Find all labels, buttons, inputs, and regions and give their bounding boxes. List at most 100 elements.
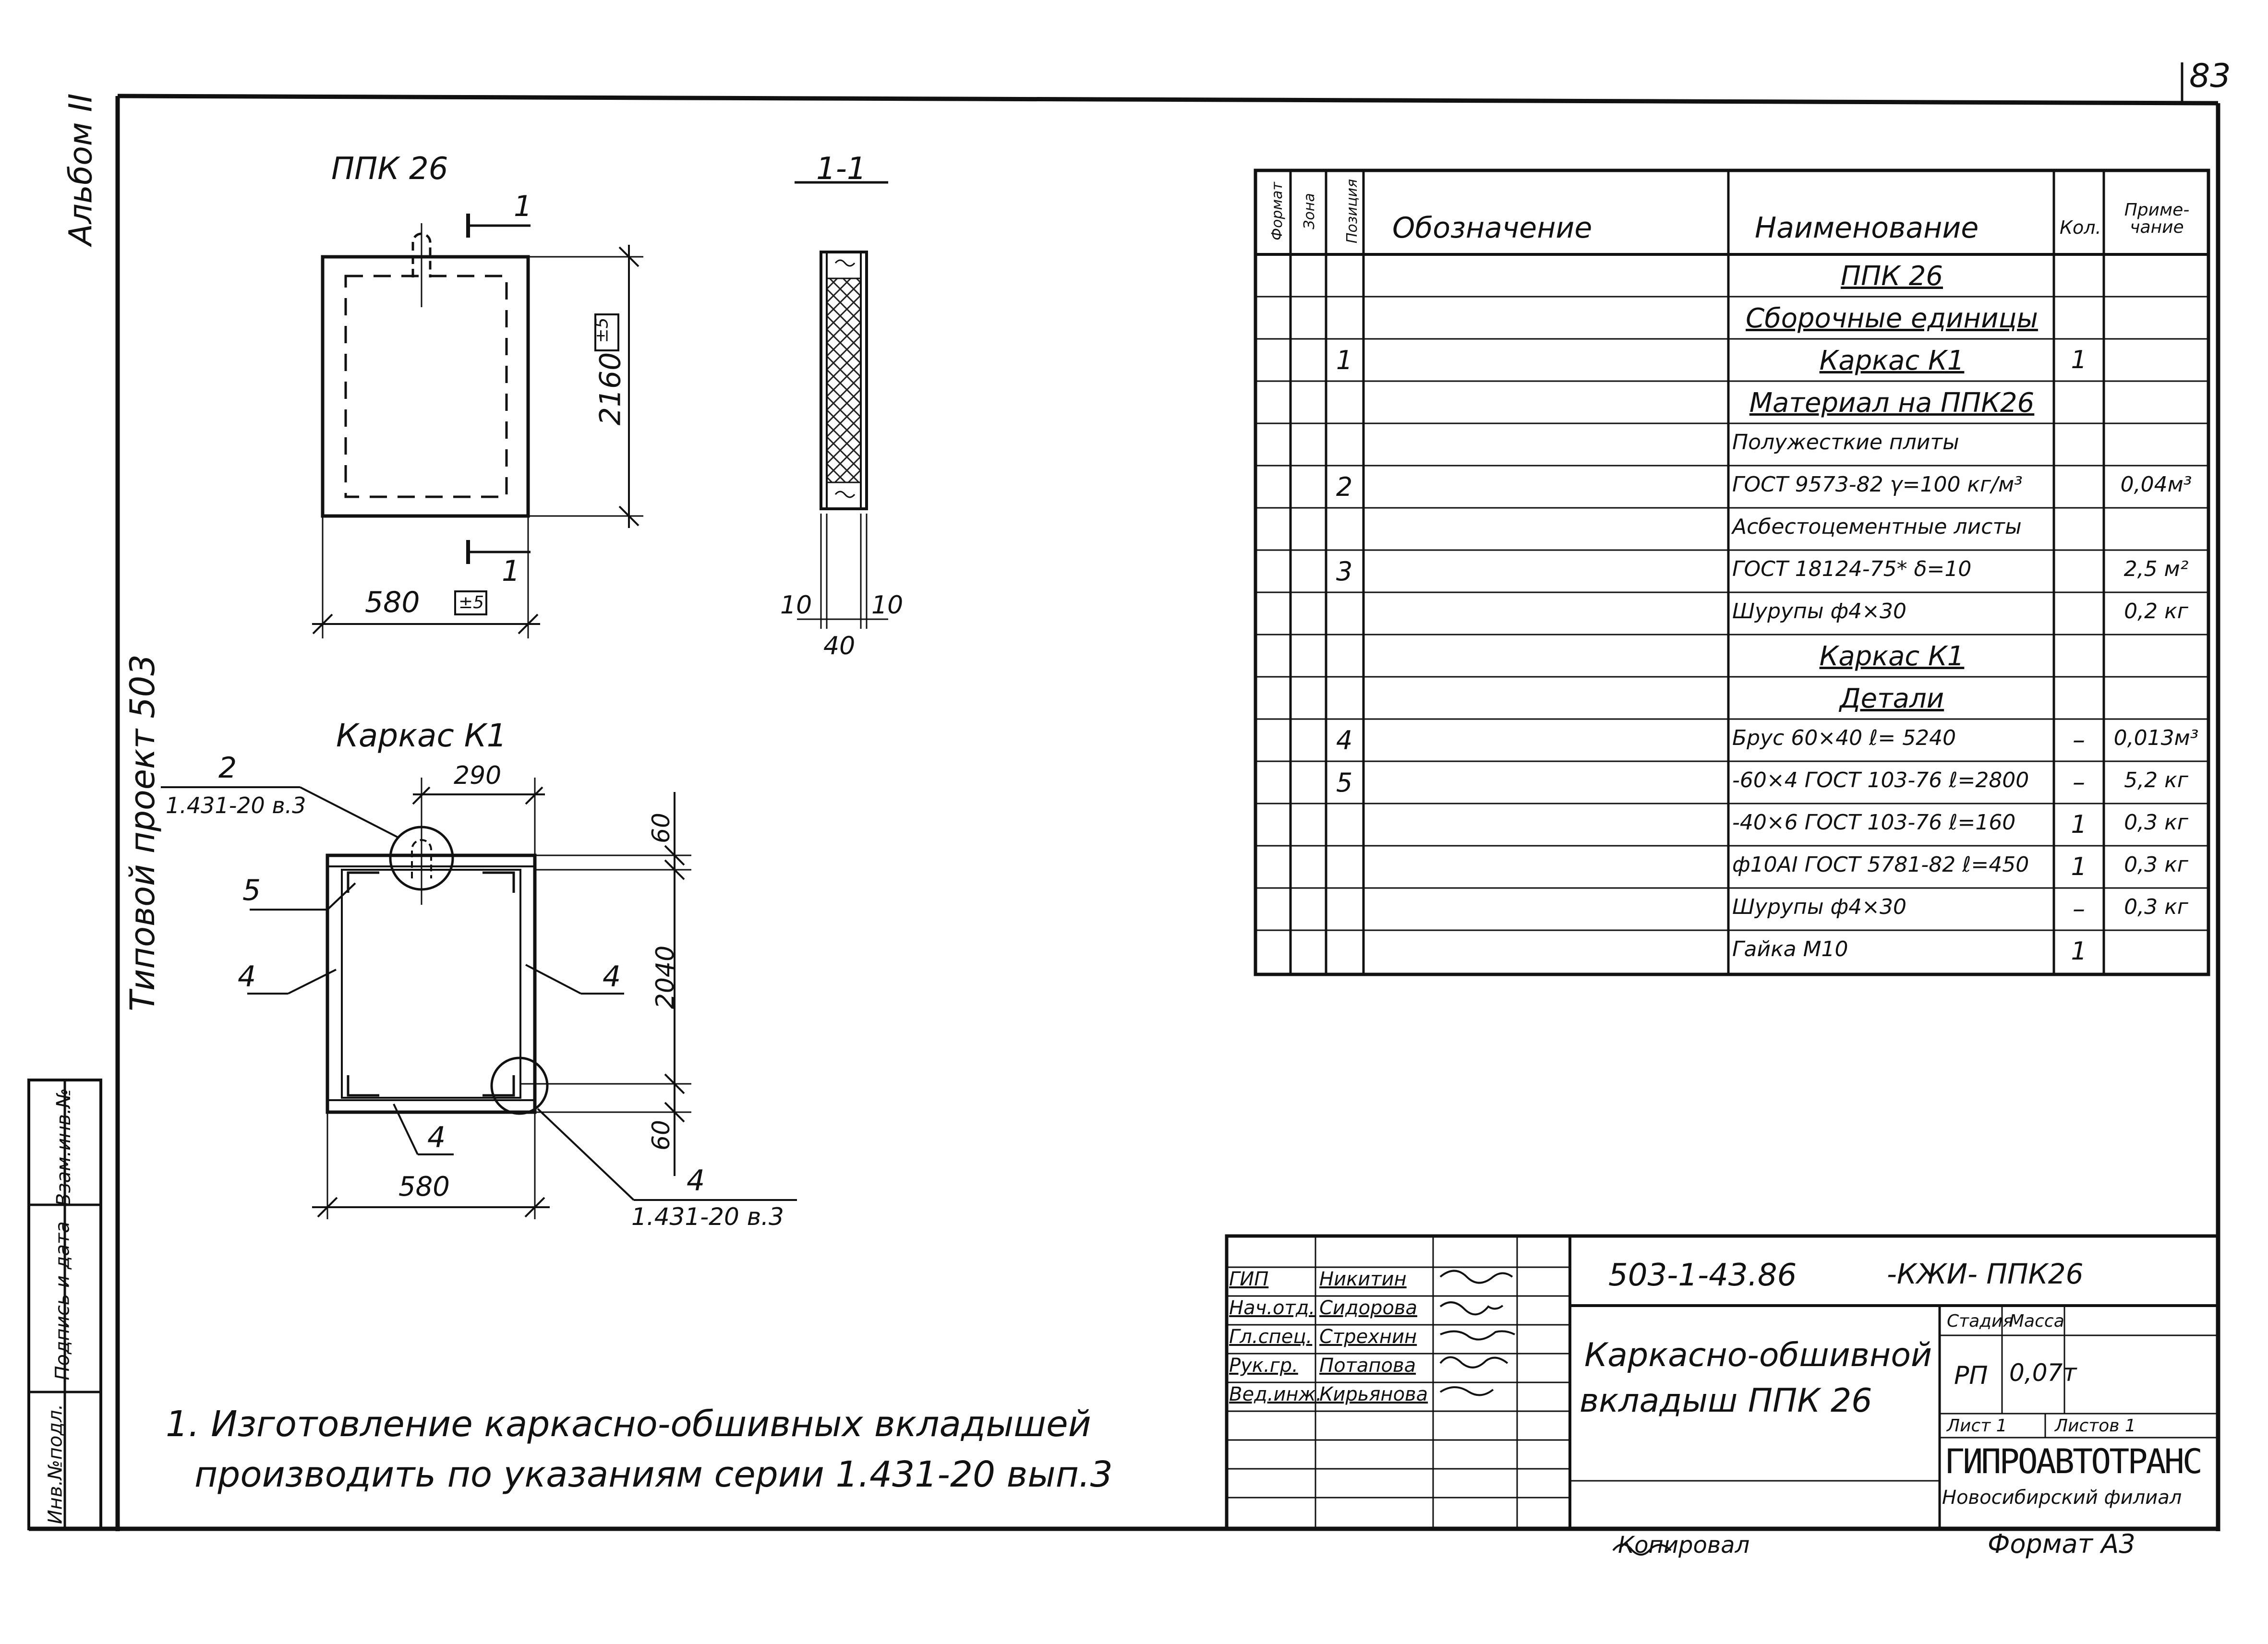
panel-width-tol: ±5: [458, 593, 484, 612]
doc-code-suffix: -КЖИ- ППК26: [1887, 1258, 2084, 1290]
signer-name: Никитин: [1319, 1268, 1407, 1290]
leader-5-number: 5: [242, 874, 261, 907]
cut-mark-top: 1: [514, 190, 532, 223]
spec-header-designation: Обозначение: [1392, 211, 1592, 245]
spec-row-qty: 1: [2071, 346, 2087, 374]
sheet-number: Лист 1: [1947, 1416, 2007, 1436]
leader-4-bottom: 4: [427, 1121, 446, 1154]
spec-row-name: Полужесткие плиты: [1732, 430, 1959, 455]
spec-row-name: -40×6 ГОСТ 103-76 ℓ=160: [1732, 810, 2016, 835]
frame-dim-width: 580: [398, 1171, 450, 1202]
spec-row-name: ППК 26: [1840, 261, 1943, 292]
signer-role: Нач.отд.: [1229, 1297, 1315, 1319]
spec-row-name: ф10АI ГОСТ 5781-82 ℓ=450: [1732, 852, 2029, 877]
spec-header-zone: Зона: [1301, 193, 1318, 229]
signer-role: Гл.спец.: [1229, 1326, 1313, 1348]
leader-4-node: 4: [687, 1164, 705, 1198]
frame-dim-gap-bottom: 60: [647, 1120, 675, 1151]
copied-label: Копировал: [1618, 1532, 1750, 1559]
spec-row-qty: 1: [2071, 810, 2087, 839]
leader-4-ref: 1.431-20 в.3: [631, 1203, 784, 1231]
note-line-1: 1. Изготовление каркасно-обшивных вклады…: [166, 1404, 1091, 1445]
spec-row-name: Детали: [1839, 683, 1944, 714]
spec-row-qty: –: [2073, 726, 2085, 755]
mass-label: Масса: [2009, 1311, 2064, 1331]
spec-row-qty: –: [2073, 895, 2085, 924]
frame-view: [161, 778, 797, 1219]
section-dim-total: 40: [823, 632, 856, 660]
section-title: 1-1: [816, 151, 867, 187]
leader-4-left: 4: [238, 960, 256, 994]
frame-dim-top: 290: [454, 761, 502, 790]
page-number: 83: [2189, 57, 2231, 95]
spec-row-note: 5,2 кг: [2124, 768, 2188, 792]
spec-row-name: Шурупы ф4×30: [1732, 599, 1907, 624]
spec-row-pos: 2: [1336, 472, 1353, 502]
signer-name: Кирьянова: [1319, 1383, 1428, 1405]
spec-row-pos: 1: [1336, 345, 1353, 375]
spec-row-qty: 1: [2071, 852, 2087, 881]
spec-row-note: 0,3 кг: [2124, 895, 2188, 919]
leader-2-number: 2: [218, 751, 237, 785]
album-label: Альбом II: [62, 93, 99, 246]
section-dim-right: 10: [871, 591, 904, 620]
leader-2-ref: 1.431-20 в.3: [166, 792, 306, 818]
spec-row-name: -60×4 ГОСТ 103-76 ℓ=2800: [1732, 768, 2029, 792]
signer-name: Сидорова: [1319, 1297, 1418, 1319]
spec-row-name: Асбестоцементные листы: [1732, 515, 2022, 539]
spec-row-name: Сборочные единицы: [1746, 303, 2038, 334]
org-branch: Новосибирский филиал: [1942, 1487, 2182, 1509]
spec-row-note: 2,5 м²: [2123, 557, 2189, 581]
spec-row-name: Каркас К1: [1819, 345, 1965, 376]
spec-header-pos: Позиция: [1344, 179, 1361, 244]
panel-width-dim: 580: [365, 586, 420, 619]
spec-row-note: 0,2 кг: [2124, 599, 2188, 624]
panel-height-dim: 2160: [593, 352, 627, 426]
side-col-signature: Подпись и дата: [51, 1221, 74, 1380]
spec-row-note: 0,013м³: [2113, 726, 2199, 750]
doc-code: 503-1-43.86: [1608, 1258, 1797, 1293]
spec-row-note: 0,3 кг: [2124, 810, 2188, 835]
panel-height-tol: ±5: [592, 317, 612, 343]
spec-row-name: Шурупы ф4×30: [1732, 895, 1907, 919]
side-col-inv: Инв.№подл.: [44, 1404, 67, 1524]
signer-role: ГИП: [1229, 1268, 1269, 1290]
signer-role: Рук.гр.: [1229, 1355, 1298, 1377]
spec-row-name: ГОСТ 18124-75* δ=10: [1732, 557, 1972, 581]
stage-label: Стадия: [1947, 1311, 2014, 1331]
cut-mark-bottom: 1: [502, 554, 520, 588]
project-label: Типовой проект 503: [122, 654, 162, 1011]
spec-row-name: Материал на ППК26: [1749, 387, 2035, 419]
spec-row-name: Каркас К1: [1819, 641, 1965, 672]
spec-header-name: Наименование: [1755, 211, 1979, 245]
side-col-replace: Взам.инв.№: [53, 1088, 75, 1207]
frame-dim-gap-top: 60: [647, 813, 675, 843]
spec-row-note: 0,04м³: [2120, 472, 2192, 497]
spec-row-qty: –: [2073, 768, 2085, 797]
signer-name: Стрехнин: [1319, 1326, 1417, 1348]
doc-title-line-1: Каркасно-обшивной: [1584, 1336, 1932, 1374]
spec-grid: [1254, 168, 2210, 976]
sheets-total: Листов 1: [2055, 1416, 2136, 1436]
section-view: [795, 181, 888, 629]
spec-row-name: Брус 60×40 ℓ= 5240: [1732, 726, 1956, 750]
panel-view: [312, 214, 643, 638]
spec-row-name: Гайка М10: [1732, 937, 1848, 961]
spec-header-qty: Кол.: [2060, 217, 2101, 238]
note-line-2: производить по указаниям серии 1.431-20 …: [194, 1454, 1113, 1495]
spec-row-name: ГОСТ 9573-82 γ=100 кг/м³: [1732, 472, 2023, 497]
stage-value: РП: [1954, 1361, 1988, 1390]
org-name: ГИПРОАВТОТРАНС: [1944, 1442, 2203, 1481]
doc-title-line-2: вкладыш ППК 26: [1580, 1382, 1872, 1420]
leader-4-right: 4: [603, 960, 621, 994]
spec-row-pos: 3: [1336, 556, 1353, 587]
mass-value: 0,07т: [2009, 1359, 2077, 1387]
signer-name: Потапова: [1319, 1355, 1416, 1377]
spec-row-note: 0,3 кг: [2124, 852, 2188, 877]
spec-header-format: Формат: [1268, 182, 1286, 240]
panel-title: ППК 26: [331, 151, 448, 187]
format-label: Формат А3: [1988, 1529, 2135, 1559]
section-dim-left: 10: [780, 591, 812, 620]
frame-title: Каркас К1: [336, 717, 507, 754]
